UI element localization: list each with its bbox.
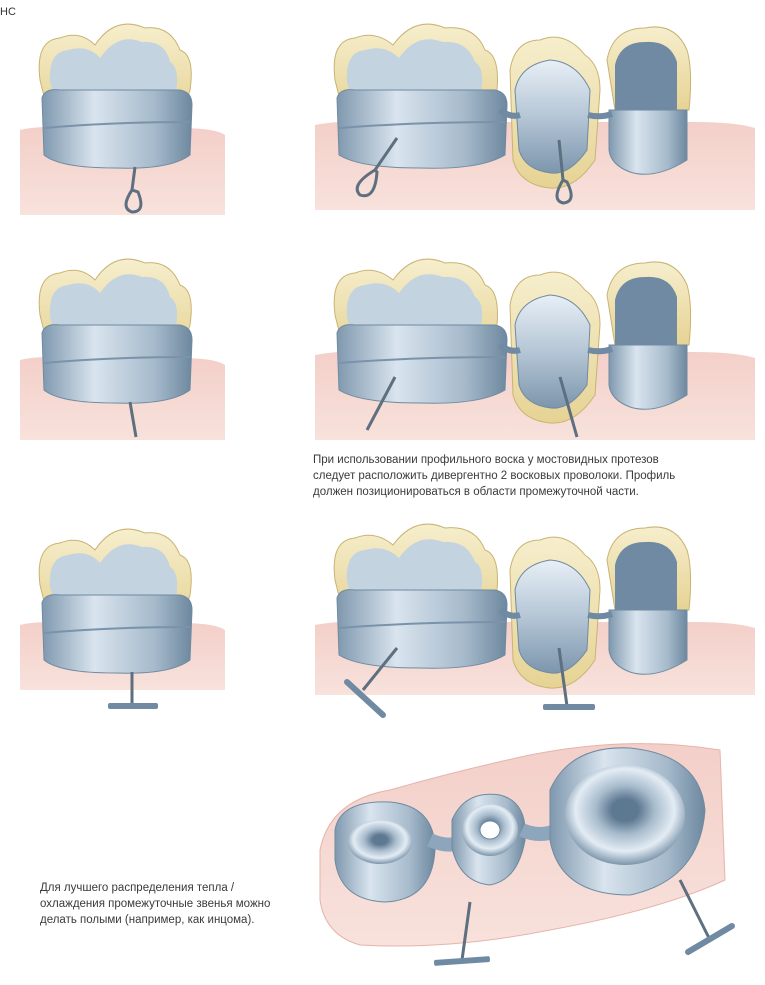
single-crown-loop-illustration xyxy=(20,10,230,215)
caption-hollow-pontics: Для лучшего распределения тепла / охлажд… xyxy=(40,880,270,928)
caption-line: следует расположить дивергентно 2 восков… xyxy=(313,468,675,484)
single-crown-t-bar-illustration xyxy=(20,515,230,715)
caption-line: делать полыми (например, как инцома). xyxy=(40,912,270,928)
bridge-t-bar-illustration xyxy=(315,510,755,725)
hollow-pontics-illustration xyxy=(300,730,740,980)
caption-line: Для лучшего распределения тепла / xyxy=(40,880,270,896)
caption-line: охлаждения промежуточные звенья можно xyxy=(40,896,270,912)
bridge-loop-illustration xyxy=(315,10,755,210)
corner-label: НС xyxy=(0,6,16,18)
caption-bridge-profile-wax: При использовании профильного воска у мо… xyxy=(313,452,675,500)
bridge-sprue-illustration xyxy=(315,245,755,440)
caption-line: При использовании профильного воска у мо… xyxy=(313,452,675,468)
single-crown-sprue-illustration xyxy=(20,245,230,440)
caption-line: должен позиционироваться в области проме… xyxy=(313,484,675,500)
